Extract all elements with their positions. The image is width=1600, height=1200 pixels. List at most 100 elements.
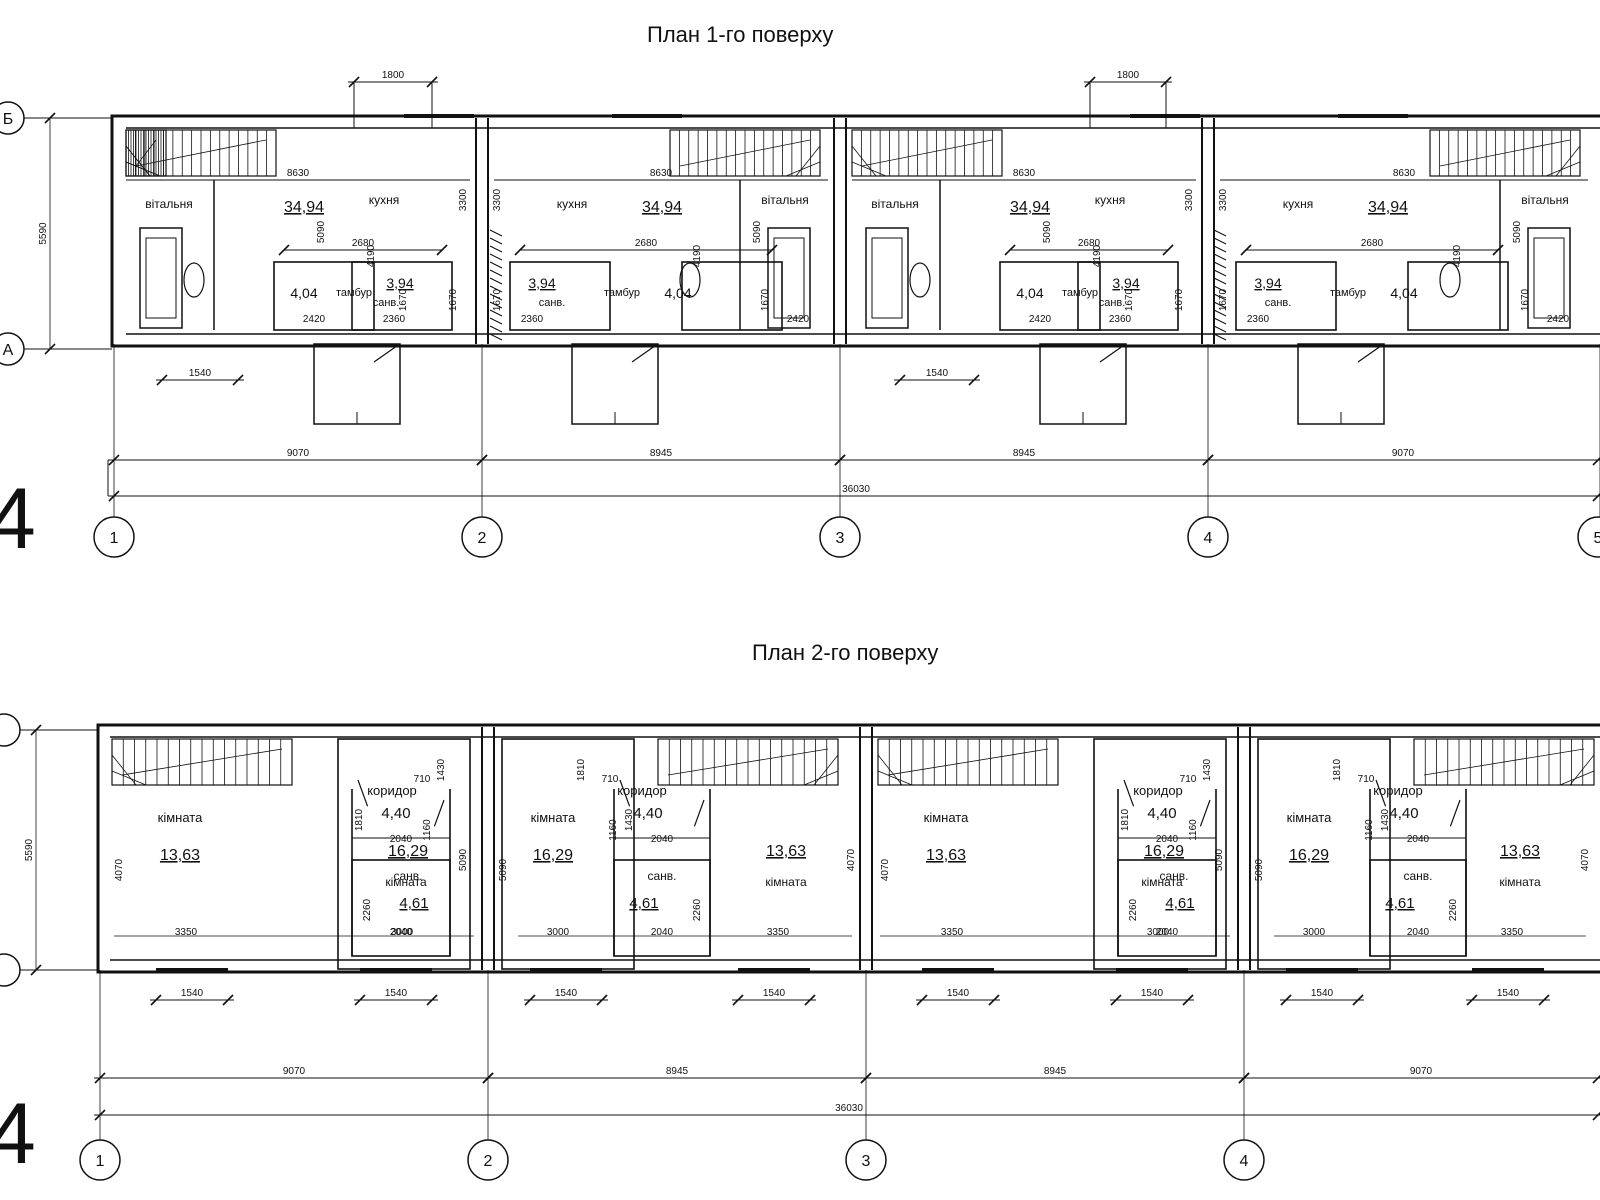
room-area-main-4: 34,94 [1368, 199, 1408, 216]
dim-2420-3: 2420 [1029, 314, 1052, 325]
door-leaf [619, 779, 631, 807]
room-label-bath-2: санв. [647, 869, 676, 883]
plan-1-bay-width-2: 8945 [650, 448, 673, 459]
room-label-4-b: кімната [1499, 875, 1541, 889]
dim-1670-a-3: 1670 [1174, 288, 1185, 311]
wall-hatch [489, 245, 503, 253]
room-label-tambour-2: тамбур [604, 287, 640, 299]
room-area-a-4: 16,29 [1289, 847, 1329, 864]
dim-left-width-2: 3000 [547, 927, 570, 938]
dim-right-width-2: 3350 [767, 927, 790, 938]
stair-icon [877, 738, 1059, 786]
stair-winder [111, 754, 137, 786]
room-label-4-a: кухня [1283, 197, 1314, 211]
room-area-b-2: 13,63 [766, 843, 806, 860]
plan-1-stair-width-2: 1800 [1117, 70, 1140, 81]
plan-2-window-width-3-b: 1540 [1141, 988, 1164, 999]
plan-1-axis-col-2: 2 [478, 530, 487, 547]
door-leaf [631, 344, 657, 363]
room-label-corridor-4: коридор [1373, 783, 1423, 798]
room-area-bath-2: 3,94 [528, 275, 555, 291]
room-area-tambour-1: 4,04 [290, 285, 317, 301]
door-leaf [1099, 344, 1125, 363]
dim-1670-b-1: 1670 [398, 288, 409, 311]
dimension-tick [232, 374, 244, 386]
room-area-b-1: 16,29 [388, 843, 428, 860]
plan-2-total-width: 36030 [835, 1103, 863, 1114]
room-area-main-3: 34,94 [1010, 199, 1050, 216]
stair-arrow [887, 748, 1049, 776]
dim-corr-width-3: 2040 [1156, 834, 1179, 845]
plan-1-axis-col-5-bubble [1577, 516, 1600, 558]
toilet-icon [909, 262, 931, 298]
room-area-bath-1: 3,94 [386, 275, 413, 291]
plan-2-bay-width-1: 9070 [283, 1066, 306, 1077]
dim-2680-2: 2680 [635, 238, 658, 249]
wall-hatch [1213, 253, 1227, 261]
dimension-tick [1592, 1074, 1600, 1084]
bathroom-box [351, 859, 451, 957]
room-area-bath-3: 3,94 [1112, 275, 1139, 291]
plan-1-bay-width-3: 8945 [1013, 448, 1036, 459]
bathroom-box [999, 261, 1101, 331]
bathtub-icon [865, 227, 909, 329]
plan-1-axis-col-3: 3 [836, 530, 845, 547]
dim-4190-4: 4190 [1452, 244, 1463, 267]
room-area-bath-3: 4,61 [1165, 895, 1194, 912]
plan-2-window-width-1-b: 1540 [385, 988, 408, 999]
plan-1-axis-col-1-bubble [93, 516, 135, 558]
dim-4190-2: 4190 [692, 244, 703, 267]
plan-1-axis-row-a: А [3, 342, 14, 359]
dim-5090-2: 5090 [752, 220, 763, 243]
room-label-1-a: вітальня [145, 197, 192, 211]
tambour-box [681, 261, 783, 331]
dim-bath-width-2: 2040 [651, 927, 674, 938]
room-label-3-a: кімната [924, 810, 969, 825]
wall-hatch [1213, 309, 1227, 317]
dimension-tick [222, 994, 234, 1006]
toilet-icon [1439, 262, 1461, 298]
wall-hatch [1213, 261, 1227, 269]
plan-1-window-width-2: 1540 [926, 368, 949, 379]
plan-2-axis-col-2: 2 [484, 1153, 493, 1170]
dim-a-height-2: 5090 [498, 858, 509, 881]
dim-corr-h-2: 1430 [624, 808, 635, 831]
dim-b-height-2: 4070 [846, 848, 857, 871]
plan-1-bay-width-4: 9070 [1392, 448, 1415, 459]
dim-2360-4: 2360 [1247, 314, 1270, 325]
room-label-1-b: кімната [385, 875, 427, 889]
dim-corr-width-2: 2040 [651, 834, 674, 845]
dimension-tick [732, 994, 744, 1006]
plan-2-window-width-1-a: 1540 [181, 988, 204, 999]
dimension-tick [1162, 244, 1174, 256]
dim-left-width-1: 3350 [175, 927, 198, 938]
door-leaf [433, 799, 445, 827]
dimension-tick [1352, 994, 1364, 1006]
dim-2680-3: 2680 [1078, 238, 1101, 249]
dim-corr-h-1: 1810 [354, 808, 365, 831]
dim-3300-4: 3300 [1218, 188, 1229, 211]
room-area-bath-4: 4,61 [1385, 895, 1414, 912]
dim-3300-3: 3300 [1184, 188, 1195, 211]
stair-winder [1559, 770, 1595, 786]
stair-arrow [135, 139, 267, 167]
dim-2260-4: 2260 [1448, 898, 1459, 921]
dim-2360-3: 2360 [1109, 314, 1132, 325]
dim-1670-b-3: 1670 [1124, 288, 1135, 311]
wall-hatch [489, 285, 503, 293]
bathtub-inner [145, 237, 177, 319]
stair-arrow [667, 748, 829, 776]
dimension-tick [278, 244, 290, 256]
dim-corr-width-1: 2040 [390, 834, 413, 845]
plan-2-overall-height: 5590 [24, 838, 35, 861]
stair-winder [877, 770, 913, 786]
stair-winder [1545, 161, 1581, 177]
dim-5090-4: 5090 [1512, 220, 1523, 243]
stair-winder [851, 161, 887, 177]
room-area-corridor-3: 4,40 [1147, 805, 1176, 822]
room-label-2-a: кімната [531, 810, 576, 825]
dimension-tick [1492, 244, 1504, 256]
bathroom-box [509, 261, 611, 331]
wall-hatch [1213, 229, 1227, 237]
